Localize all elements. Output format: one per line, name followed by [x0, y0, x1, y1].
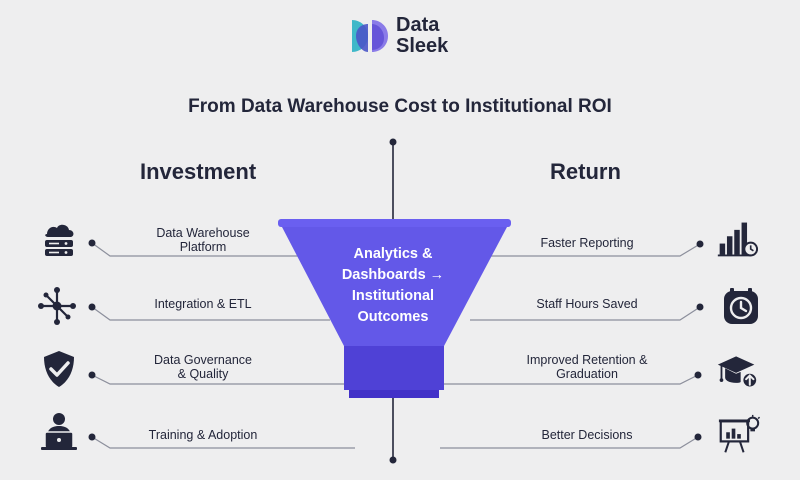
connector-left-1-dot — [88, 239, 96, 247]
shield-check-icon — [44, 351, 74, 387]
investment-label-3-line1: Data Governance — [154, 353, 252, 367]
connector-right-2 — [470, 306, 701, 321]
connector-right-1 — [490, 243, 701, 257]
investment-label-1: Data Warehouse Platform — [128, 226, 278, 254]
bar-chart-clock-icon — [717, 222, 758, 257]
investment-label-3-line2: & Quality — [177, 367, 229, 381]
investment-label-4-line1: Training & Adoption — [148, 428, 258, 442]
return-label-4: Better Decisions — [512, 428, 662, 442]
connector-right-1-dot — [696, 240, 704, 248]
connector-left-3 — [91, 374, 355, 385]
center-axis-bottom-dot — [389, 456, 397, 464]
funnel-rim — [278, 219, 511, 227]
return-label-2: Staff Hours Saved — [512, 297, 662, 311]
funnel-top-section — [282, 227, 507, 346]
cloud-server-icon — [45, 224, 74, 256]
funnel-line-3: Institutional — [351, 288, 435, 304]
return-label-4-line1: Better Decisions — [541, 428, 633, 442]
data-sleek-logo-icon — [352, 20, 388, 52]
connector-right-3-dot — [694, 371, 702, 379]
connector-right-4-dot — [694, 433, 702, 441]
clock-icon — [724, 288, 758, 324]
funnel-line-4: Outcomes — [357, 309, 429, 325]
connector-left-4 — [91, 436, 355, 449]
connector-left-2 — [91, 306, 330, 321]
connector-right-4 — [440, 436, 699, 449]
investment-label-4: Training & Adoption — [128, 428, 278, 442]
connector-left-4-dot — [88, 433, 96, 441]
network-nodes-icon — [38, 287, 76, 325]
funnel-line-1: Analytics & — [353, 246, 433, 262]
return-label-3: Improved Retention & Graduation — [512, 353, 662, 381]
investment-label-1-line1: Data Warehouse — [156, 226, 250, 240]
return-label-3-line2: Graduation — [556, 367, 618, 381]
return-heading: Return — [550, 159, 621, 184]
presentation-board-icon — [718, 414, 760, 453]
connector-left-1 — [91, 242, 310, 257]
page-title: From Data Warehouse Cost to Institutiona… — [188, 96, 612, 117]
brand-name: Data Sleek — [396, 15, 448, 57]
investment-label-3: Data Governance & Quality — [128, 353, 278, 381]
return-label-3-line1: Improved Retention & — [526, 353, 648, 367]
investment-label-2: Integration & ETL — [128, 297, 278, 311]
connector-left-3-dot — [88, 371, 96, 379]
return-label-1-line1: Faster Reporting — [540, 236, 634, 250]
connector-left-2-dot — [88, 303, 96, 311]
center-axis-top-dot — [389, 138, 397, 146]
connector-right-3 — [440, 374, 699, 385]
brand-logo: Data Sleek — [350, 14, 460, 60]
brand-line2: Sleek — [396, 35, 449, 57]
funnel-middle-section — [344, 346, 444, 390]
return-label-2-line1: Staff Hours Saved — [536, 297, 638, 311]
investment-label-2-line1: Integration & ETL — [154, 297, 252, 311]
graduation-cap-icon — [717, 356, 758, 389]
connector-right-2-dot — [696, 303, 704, 311]
investment-label-1-line2: Platform — [179, 240, 227, 254]
funnel-bottom-section — [349, 390, 439, 398]
funnel-line-2: Dashboards → — [341, 267, 445, 283]
investment-heading: Investment — [140, 159, 257, 184]
funnel-shape — [278, 219, 511, 398]
return-label-1: Faster Reporting — [512, 236, 662, 250]
person-laptop-icon — [41, 413, 77, 450]
funnel-label: Analytics & Dashboards → Institutional O… — [318, 244, 468, 328]
brand-line1: Data — [396, 14, 440, 36]
